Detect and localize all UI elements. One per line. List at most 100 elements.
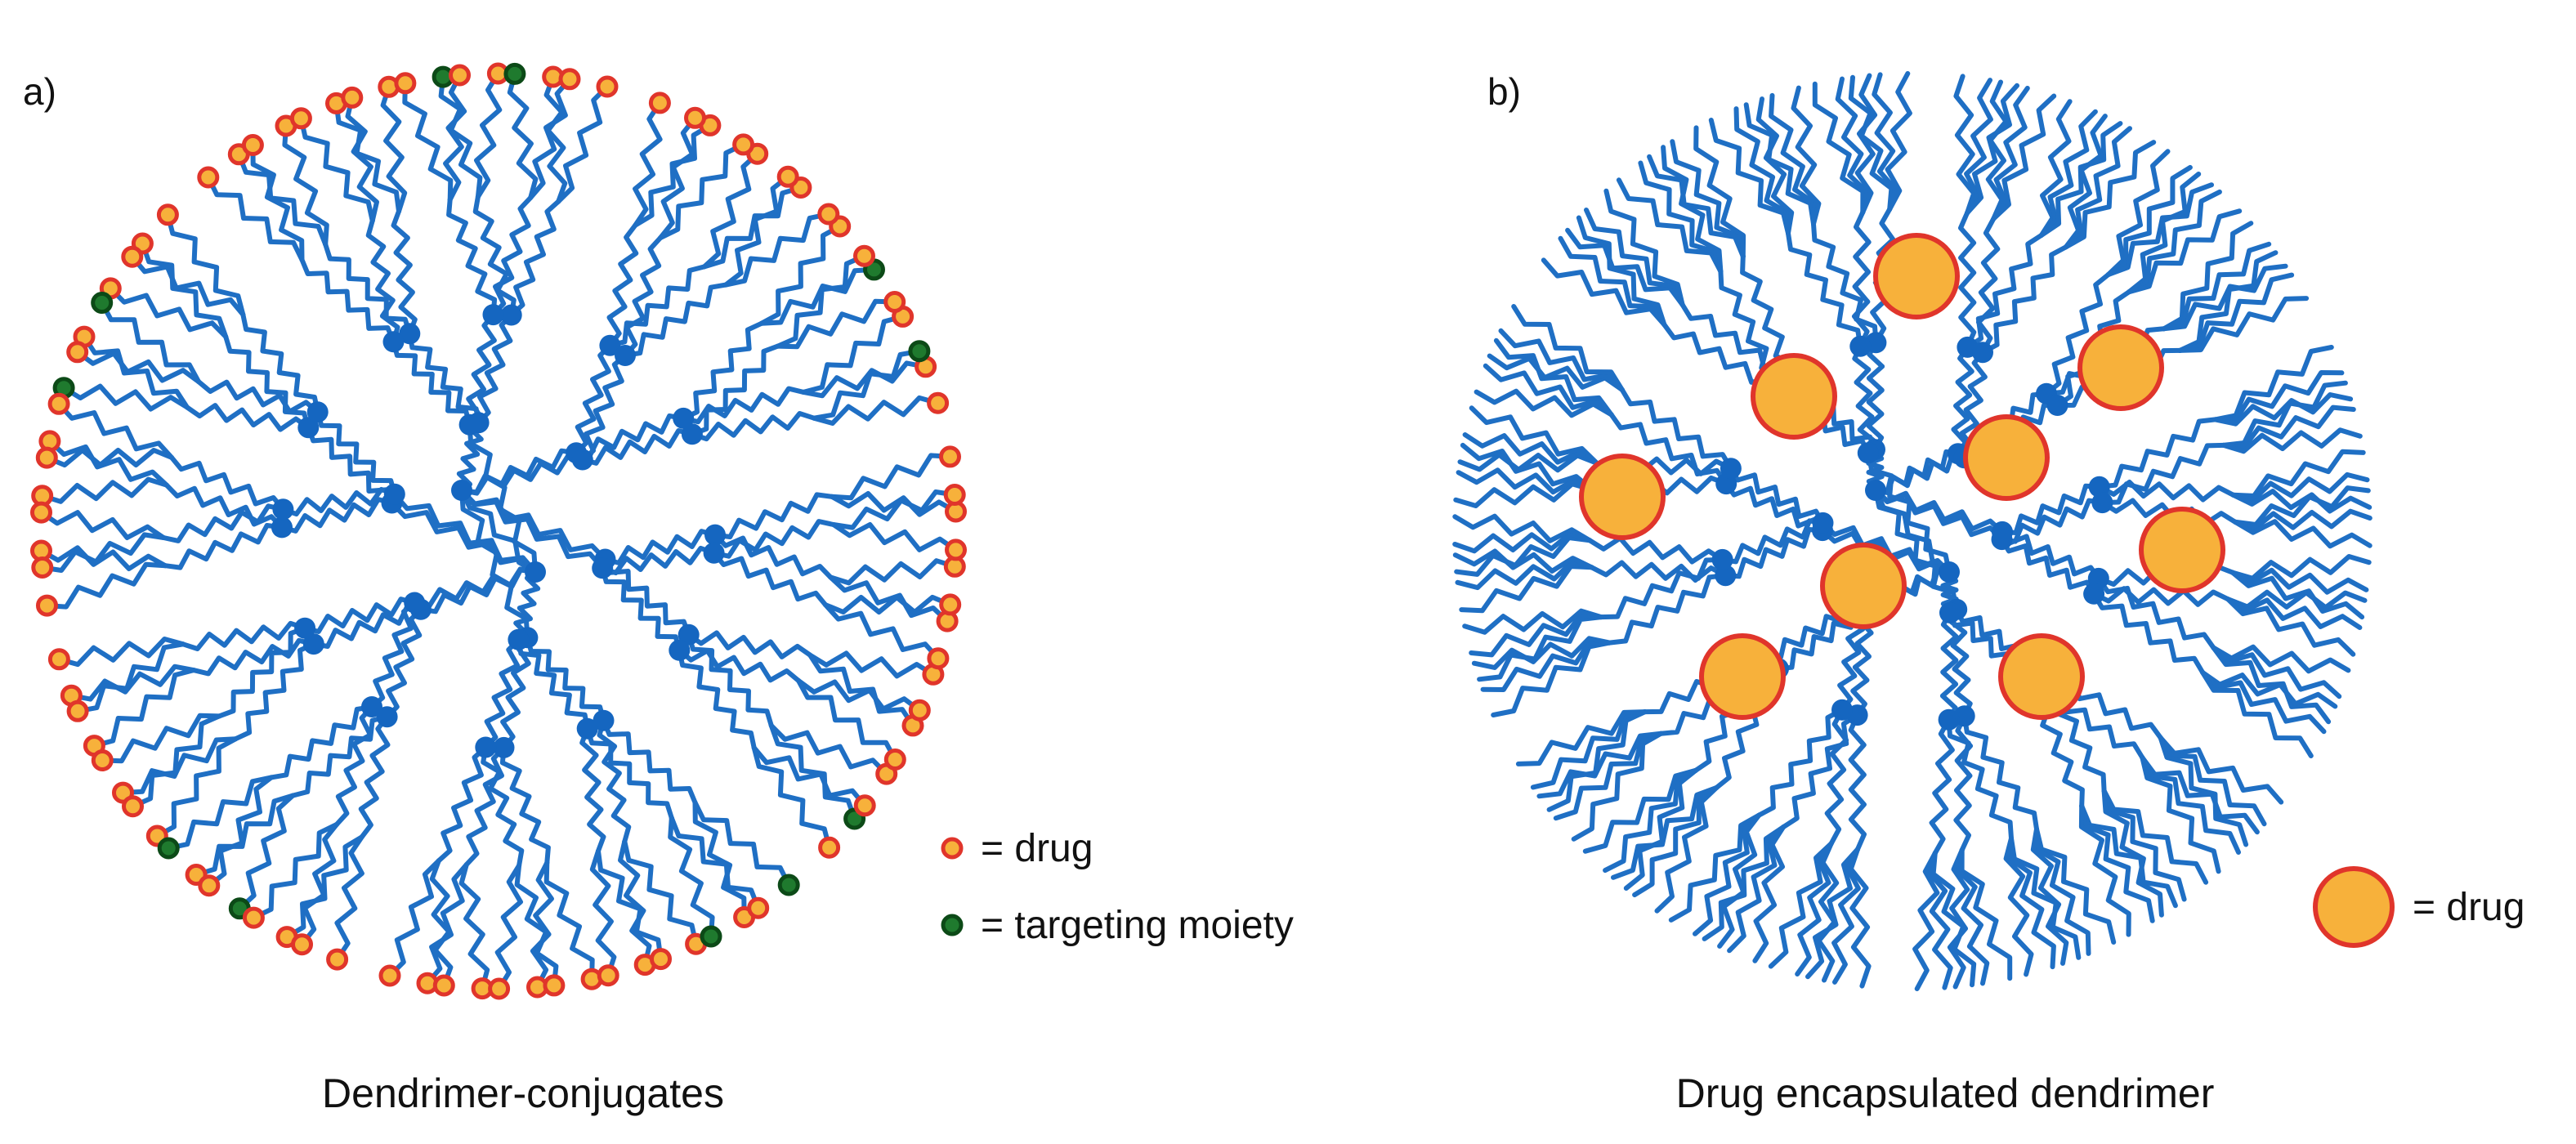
drug-dot: [927, 647, 950, 670]
dendrimer-branch: [1912, 851, 1940, 991]
dendrimer-branch: [1632, 784, 1720, 898]
dendrimer-branch: [830, 522, 959, 552]
dendrimer-branch: [387, 858, 441, 978]
drug-dot: [197, 166, 220, 189]
dendrimer-branch: [2101, 788, 2187, 902]
dendrimer-branch: [1953, 713, 1973, 853]
branch-node: [599, 334, 621, 356]
dendrimer-branch: [302, 597, 418, 634]
dendrimer-branch: [2105, 164, 2193, 278]
dendrimer-branch: [161, 503, 286, 543]
dendrimer-branch: [1619, 387, 1733, 471]
dendrimer-branch: [100, 713, 222, 764]
drug-dot: [291, 933, 313, 956]
dendrimer-branch: [1795, 841, 1834, 976]
dendrimer-branch: [2230, 489, 2373, 514]
dendrimer-branch: [2212, 392, 2354, 427]
dendrimer-branch: [2158, 735, 2284, 805]
dendrimer-branch: [829, 491, 959, 517]
dendrimer-branch: [1589, 560, 1729, 583]
dendrimer-branch: [543, 74, 568, 204]
dendrimer-branch: [1558, 235, 1667, 328]
dendrimer-branch: [2044, 272, 2111, 396]
dendrimer-branch: [391, 339, 472, 427]
dendrimer-branch: [459, 454, 585, 496]
dendrimer-branch: [1603, 767, 1698, 874]
dendrimer-branch: [713, 492, 834, 539]
dendrimer-branch: [99, 300, 201, 385]
dendrimer-branch: [1965, 83, 2019, 216]
dendrimer-branch: [290, 714, 390, 798]
dendrimer-branch: [1991, 93, 2057, 221]
drug-dot: [449, 64, 471, 87]
dendrimer-branch: [1459, 564, 1594, 614]
dendrimer-branch: [2030, 826, 2069, 966]
drug-dot: [47, 392, 70, 415]
dendrimer-branch: [240, 311, 320, 415]
branch-node: [458, 413, 481, 436]
dendrimer-branch: [2105, 182, 2214, 278]
dendrimer-branch: [658, 115, 698, 240]
dendrimer-branch: [528, 76, 572, 200]
dendrimer-branch: [1541, 257, 1667, 328]
dendrimer-branch: [299, 822, 339, 947]
drug-dot: [853, 244, 875, 267]
dendrimer-branch: [2009, 836, 2082, 960]
dendrimer-branch: [1616, 177, 1724, 275]
dendrimer-branch: [1885, 71, 1912, 212]
dendrimer-branch: [681, 386, 807, 425]
dendrimer-branch: [2091, 591, 2206, 675]
targeting-moiety-dot: [777, 874, 800, 896]
branch-node: [294, 617, 316, 639]
dendrimer-branch: [1584, 208, 1685, 307]
dendrimer-branch: [1854, 73, 1878, 215]
dendrimer-branch: [692, 800, 792, 887]
branch-node: [678, 623, 700, 646]
dendrimer-branch: [38, 510, 167, 540]
dendrimer-branch: [61, 383, 190, 412]
dendrimer-branch: [1723, 527, 1825, 579]
branch-node: [2083, 583, 2105, 605]
drug-dot: [66, 699, 89, 722]
dendrimer-branch: [1852, 209, 1872, 349]
dendrimer-branch: [713, 532, 834, 580]
dendrimer-branch: [2127, 189, 2222, 295]
dendrimer-branch: [206, 775, 274, 888]
encapsulated-drug: [1998, 633, 2085, 720]
dendrimer-branch: [1693, 125, 1746, 259]
drug-dot: [908, 699, 931, 722]
dendrimer-branch: [2034, 826, 2117, 945]
dendrimer-branch: [2101, 788, 2209, 885]
dendrimer-branch: [775, 298, 897, 350]
dendrimer-branch: [1755, 96, 1795, 236]
dendrimer-branch: [194, 793, 296, 878]
dendrimer-branch: [369, 600, 418, 709]
dendrimer-branch: [2140, 755, 2260, 835]
dendrimer-branch: [466, 312, 497, 427]
drug-dot: [35, 446, 58, 469]
drug-dot: [558, 68, 581, 91]
panel-b: b) = drug Drug encapsulated dendrimer: [1452, 70, 2525, 1116]
drug-dot: [853, 794, 876, 817]
dendrimer-branch: [1831, 847, 1861, 985]
dendrimer-branch: [801, 314, 906, 395]
dendrimer-branch: [425, 862, 469, 986]
dendrimer-branch: [2063, 140, 2157, 250]
branch-node: [673, 407, 695, 429]
dendrimer-branch: [217, 625, 308, 719]
dendrimer-branch: [1805, 847, 1860, 980]
dendrimer-branch: [1791, 85, 1822, 226]
panel-a-label: a): [23, 70, 56, 113]
dendrimer-branch: [69, 664, 196, 702]
branch-node: [576, 717, 598, 740]
dendrimer-branch: [2232, 519, 2373, 549]
dendrimer-branch: [2127, 172, 2202, 295]
targeting-moiety-dot: [700, 925, 722, 948]
dendrimer-branch: [2100, 442, 2226, 506]
dendrimer-branch: [596, 848, 664, 962]
dendrimer-branch: [1769, 92, 1818, 226]
dendrimer-branch: [513, 570, 541, 642]
legend-a: = drug = targeting moiety: [941, 827, 1294, 947]
dendrimer-branch: [1824, 707, 1849, 847]
dendrimer-branch: [446, 197, 498, 318]
